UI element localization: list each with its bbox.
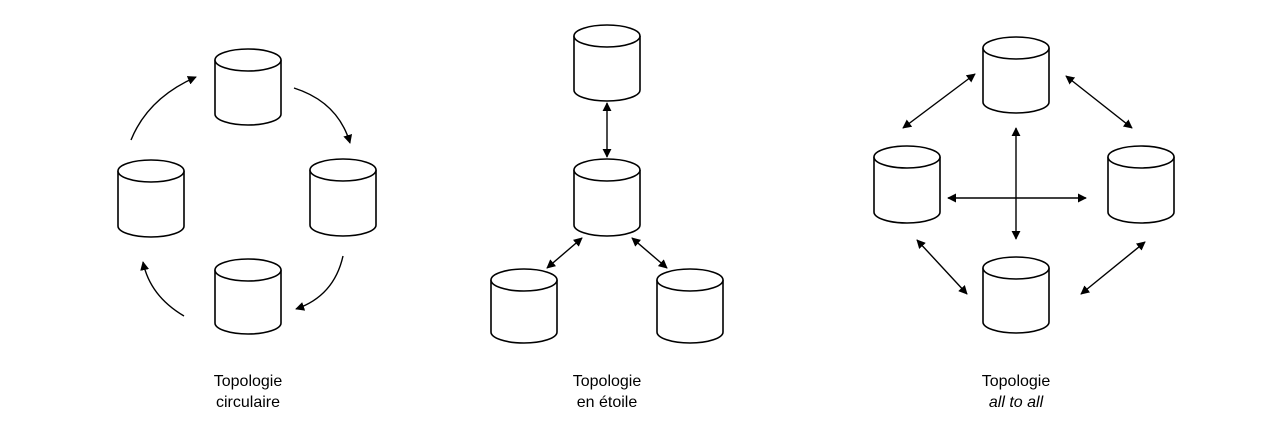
caption-circular-line2: circulaire — [215, 394, 280, 411]
circular-arrow-left-to-top — [130, 76, 197, 141]
all-arrow-right-bottom — [1080, 241, 1146, 295]
database-cylinder — [1107, 145, 1175, 224]
circular-arrow-top-to-right — [293, 87, 353, 144]
caption-star-line2: en étoile — [576, 394, 638, 411]
caption-star-line1: Topologie — [572, 373, 642, 390]
database-cylinder — [490, 268, 558, 344]
all-to-all-topology — [873, 36, 1175, 334]
circular-arrow-bottom-to-left — [140, 261, 185, 317]
caption-circular: Topologie circulaire — [138, 371, 358, 413]
database-cylinder — [214, 258, 282, 335]
caption-all-to-all: Topologie all to all — [906, 371, 1126, 413]
database-cylinder — [573, 158, 641, 237]
all-arrow-top-right — [1065, 75, 1133, 129]
database-cylinder — [309, 158, 377, 237]
database-cylinder — [873, 145, 941, 224]
star-arrow-center-bottom-right — [631, 237, 668, 269]
circular-arrow-right-to-bottom — [295, 255, 344, 311]
database-cylinder — [982, 256, 1050, 334]
caption-star: Topologie en étoile — [497, 371, 717, 413]
database-cylinder — [117, 159, 185, 238]
database-cylinder — [214, 48, 282, 126]
database-cylinder — [656, 268, 724, 344]
database-cylinder — [982, 36, 1050, 114]
star-topology — [490, 24, 724, 344]
caption-all-to-all-line2: all to all — [988, 394, 1044, 411]
database-cylinder — [573, 24, 641, 102]
caption-circular-line1: Topologie — [213, 373, 283, 390]
all-arrow-top-left — [902, 73, 976, 129]
caption-all-to-all-line1: Topologie — [981, 373, 1051, 390]
star-arrow-center-bottom-left — [546, 237, 583, 269]
all-arrow-left-bottom — [916, 239, 968, 295]
circular-topology — [117, 48, 377, 335]
